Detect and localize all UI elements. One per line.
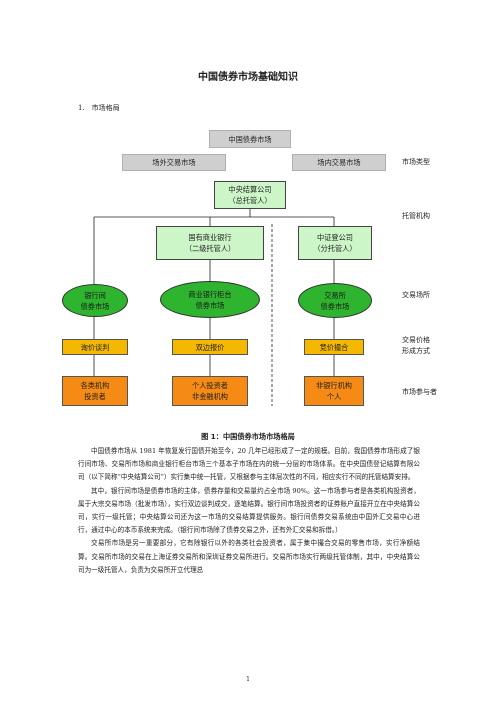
side-label-market-type: 市场类型 xyxy=(402,158,430,166)
root-node: 中国债券市场 xyxy=(209,130,291,148)
state-banks-node: 国有商业银行（二级托管人） xyxy=(156,226,264,260)
auction-matching-node: 竞价撮合 xyxy=(304,339,364,355)
counter-market-node: 商业银行柜台债券市场 xyxy=(160,281,260,318)
inquiry-negotiation-node: 询价谈判 xyxy=(62,339,128,355)
side-label-pricing: 交易价格形成方式 xyxy=(402,336,430,355)
paragraph: 交易所市场是另一重要部分，它有除银行以外的各类社会投资者，属于集中撮合交易的零售… xyxy=(78,539,420,574)
individual-investors-node: 个人投资者非金融机构 xyxy=(172,376,248,406)
side-label-participants: 市场参与者 xyxy=(402,388,437,396)
page-title: 中国债券市场基础知识 xyxy=(198,72,298,83)
exchange-market-node: 场内交易市场 xyxy=(292,154,386,171)
body-text: 中国债券市场从 1981 年恢复发行国债开始至今，20 几年已经形成了一定的规模… xyxy=(78,445,420,577)
paragraph: 中国债券市场从 1981 年恢复发行国债开始至今，20 几年已经形成了一定的规模… xyxy=(78,447,420,482)
bilateral-quote-node: 双边报价 xyxy=(172,339,248,355)
nonbank-node: 非银行机构个人 xyxy=(304,376,364,406)
side-label-custodian: 托管机构 xyxy=(402,212,430,220)
section-heading: 1. 市场格局 xyxy=(78,104,120,112)
csdc-node: 中证登公司（分托管人） xyxy=(298,226,372,260)
otc-market-node: 场外交易市场 xyxy=(122,154,226,171)
interbank-market-node: 银行间债券市场 xyxy=(62,284,128,317)
page-number: 1 xyxy=(246,676,250,683)
institutional-investors-node: 各类机构投资者 xyxy=(62,376,128,406)
side-label-venue: 交易场所 xyxy=(402,291,430,299)
ccdc-node: 中央结算公司（总托管人） xyxy=(214,181,286,209)
figure-caption: 图 1：中国债券市场市场格局 xyxy=(201,432,295,441)
paragraph: 其中，银行间市场是债券市场的主体，债券存量和交易量约占全市场 90%。这一市场参… xyxy=(78,486,420,535)
exchange-bond-market-node: 交易所债券市场 xyxy=(298,283,372,318)
